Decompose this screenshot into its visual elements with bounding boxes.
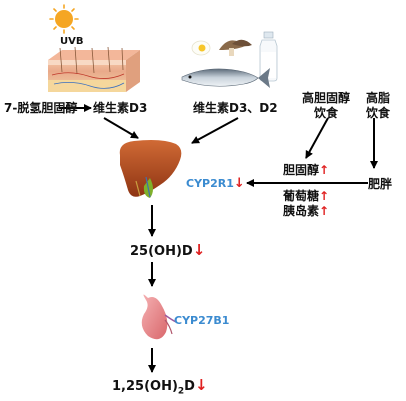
high-cholesterol-diet-line2: 饮食	[314, 106, 339, 120]
glucose-label: 葡萄糖↑	[283, 189, 329, 203]
high-fat-diet-line1: 高脂	[366, 91, 391, 105]
cholesterol-label: 胆固醇↑	[283, 163, 329, 177]
arrow-diet-to-liver	[191, 117, 239, 144]
uvb-label: UVB	[60, 36, 84, 47]
cyp2r1-text: CYP2R1	[186, 177, 234, 190]
125ohd-suffix: D	[184, 379, 195, 394]
kidney-icon	[141, 294, 177, 340]
125ohd-label: 1,25(OH)2D↓	[112, 378, 208, 399]
cyp2r1-down-indicator: ↓	[233, 176, 245, 191]
sun-icon	[49, 4, 79, 34]
insulin-up-indicator: ↑	[319, 204, 330, 218]
fish-icon	[181, 68, 270, 88]
mushroom-icon	[219, 39, 252, 56]
liver-icon	[119, 140, 182, 198]
glucose-up-indicator: ↑	[319, 189, 330, 203]
insulin-label: 胰岛素↑	[283, 204, 329, 218]
egg-icon	[191, 40, 211, 56]
125ohd-prefix: 1,25(OH)	[112, 379, 178, 394]
skin-vitamin-d3-label: 维生素D3	[93, 101, 148, 115]
cyp2r1-label: CYP2R1↓	[186, 177, 245, 191]
cholesterol-text: 胆固醇	[283, 163, 320, 177]
arrow-skin-to-liver	[103, 117, 139, 139]
pathway-arrows	[59, 104, 378, 373]
precursor-label: 7-脱氢胆固醇	[4, 101, 78, 115]
glucose-text: 葡萄糖	[283, 189, 320, 203]
25ohd-text: 25(OH)D	[130, 244, 193, 259]
high-fat-diet-line2: 饮食	[366, 106, 391, 120]
dietary-vitamin-d-label: 维生素D3、D2	[193, 101, 278, 115]
obesity-label: 肥胖	[368, 177, 393, 191]
125ohd-subscript: 2	[177, 386, 185, 397]
skin-cross-section-icon	[48, 46, 140, 92]
25ohd-down-indicator: ↓	[192, 241, 206, 259]
cyp27b1-label: CYP27B1	[174, 314, 230, 327]
high-cholesterol-diet-line1: 高胆固醇	[302, 91, 351, 105]
arrow-highchol-to-cholesterol	[305, 117, 329, 159]
25ohd-label: 25(OH)D↓	[130, 243, 205, 259]
insulin-text: 胰岛素	[283, 204, 320, 218]
125ohd-down-indicator: ↓	[194, 376, 208, 394]
cholesterol-up-indicator: ↑	[319, 163, 330, 177]
milk-bottle-icon	[259, 31, 278, 82]
